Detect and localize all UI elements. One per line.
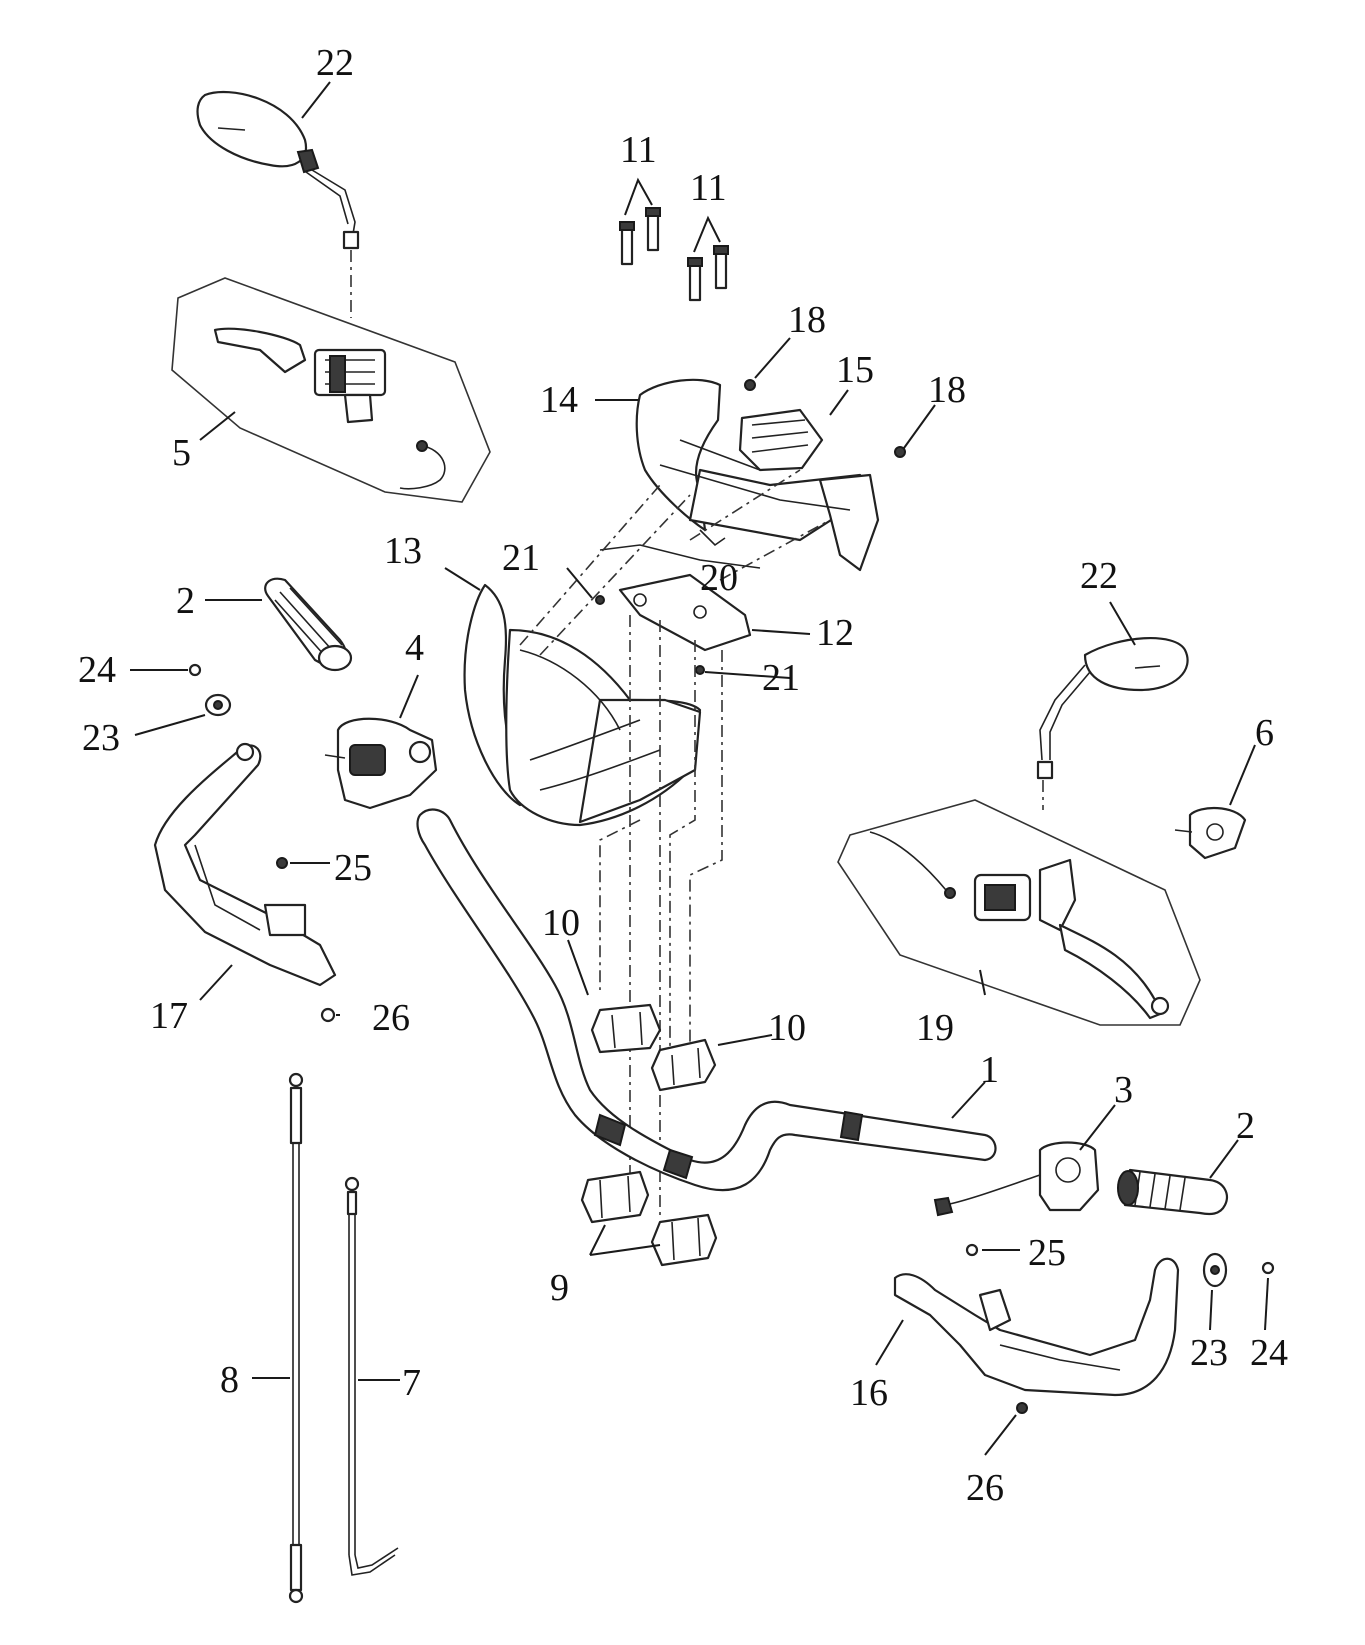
clamp-10-left (590, 1003, 662, 1054)
callout-26: 26 (966, 1467, 1004, 1509)
callout-3: 3 (1114, 1069, 1133, 1111)
screw-26a (320, 1007, 336, 1023)
callout-4: 4 (405, 627, 424, 669)
callout-labels: 22 11 11 18 15 14 18 5 13 21 20 12 21 2 … (78, 42, 1288, 1509)
callout-21: 21 (502, 537, 540, 579)
callout-25: 25 (334, 847, 372, 889)
screw-25a (276, 857, 288, 869)
handguard-left-17 (153, 742, 337, 987)
callout-6: 6 (1255, 712, 1274, 754)
washer-24a (188, 663, 202, 677)
callout-26: 26 (372, 997, 410, 1039)
washer-23a (204, 693, 232, 717)
assembly-guidelines (519, 469, 831, 1220)
cable-7 (344, 1176, 399, 1576)
callout-20: 20 (700, 557, 738, 599)
callout-8: 8 (220, 1359, 239, 1401)
callout-1: 1 (980, 1049, 999, 1091)
callout-21: 21 (762, 657, 800, 699)
callout-10: 10 (768, 1007, 806, 1049)
switch-15 (738, 408, 824, 472)
mirror-left (196, 90, 360, 250)
washer-24b (1261, 1261, 1275, 1275)
mount-bracket-12 (595, 573, 752, 675)
callout-22: 22 (1080, 555, 1118, 597)
screws-18 (744, 379, 906, 458)
callout-10: 10 (542, 902, 580, 944)
callout-7: 7 (402, 1362, 421, 1404)
grip-left (264, 577, 353, 672)
callout-12: 12 (816, 612, 854, 654)
upper-cover-14 (635, 378, 880, 572)
bracket-20 (599, 529, 761, 569)
left-lever-assembly (171, 277, 491, 503)
callout-15: 15 (836, 349, 874, 391)
throttle-housing-3 (933, 1141, 1100, 1217)
bolts-11-a (619, 177, 661, 266)
headlight-cowl-13 (463, 583, 702, 827)
mirror-right (1036, 636, 1189, 780)
callout-25: 25 (1028, 1232, 1066, 1274)
handguard-right-16 (893, 1257, 1180, 1397)
leader-lines (130, 81, 1269, 1456)
callout-24: 24 (78, 649, 116, 691)
callout-24: 24 (1250, 1332, 1288, 1374)
callout-9: 9 (550, 1267, 569, 1309)
clamp-9-right (650, 1213, 718, 1267)
callout-19: 19 (916, 1007, 954, 1049)
grip-right (1117, 1168, 1228, 1216)
switch-housing-4 (324, 717, 438, 810)
callout-22: 22 (316, 42, 354, 84)
callout-23: 23 (1190, 1332, 1228, 1374)
callout-2: 2 (1236, 1105, 1255, 1147)
callout-18: 18 (928, 369, 966, 411)
cable-8 (288, 1072, 304, 1604)
bolts-11-b (687, 215, 729, 302)
screw-25b (965, 1243, 979, 1257)
right-lever-assembly (837, 799, 1201, 1026)
washer-23b (1202, 1252, 1228, 1288)
callout-18: 18 (788, 299, 826, 341)
callout-17: 17 (150, 995, 188, 1037)
clamp-10-right (650, 1038, 717, 1092)
callout-23: 23 (82, 717, 120, 759)
callout-11: 11 (620, 129, 657, 171)
handlebar-1 (416, 808, 997, 1192)
callout-5: 5 (172, 432, 191, 474)
screw-26b (1016, 1402, 1028, 1414)
callout-2: 2 (176, 580, 195, 622)
callout-11: 11 (690, 167, 727, 209)
clamp-6 (1174, 806, 1247, 860)
clamp-9-left (580, 1170, 650, 1224)
callout-13: 13 (384, 530, 422, 572)
callout-14: 14 (540, 379, 578, 421)
callout-16: 16 (850, 1372, 888, 1414)
